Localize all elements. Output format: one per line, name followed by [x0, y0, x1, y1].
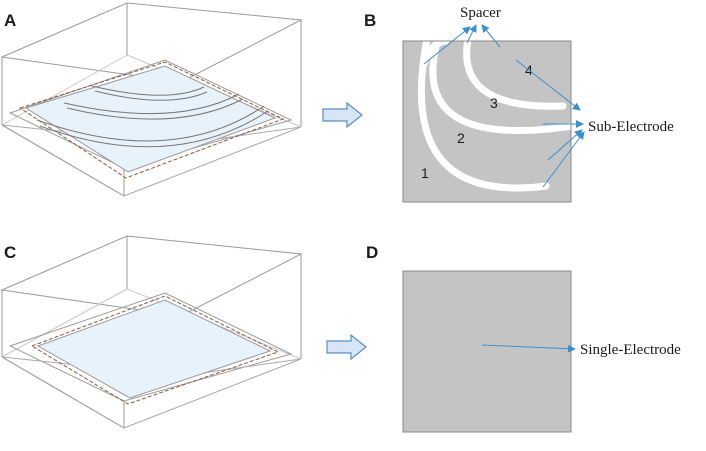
region-label-1: 1: [421, 165, 429, 181]
right-arrow-icon: [326, 333, 367, 361]
single-electrode-label: Single-Electrode: [580, 342, 681, 358]
spacer-gaps-b: [417, 41, 571, 192]
region-label-2: 2: [457, 130, 465, 146]
right-arrow-icon: [322, 101, 363, 129]
box-c: [0, 235, 303, 429]
electrode-plate-c: [36, 299, 272, 399]
sub-electrode-label: Sub-Electrode: [588, 119, 674, 135]
panel-d-letter: D: [366, 243, 378, 262]
spacer-label: Spacer: [460, 5, 501, 21]
region-label-3: 3: [490, 95, 498, 111]
panel-c: C: [0, 235, 303, 429]
panel-b-letter: B: [364, 11, 376, 30]
dashed-border-c: [30, 295, 280, 405]
electrode-square-d: [402, 270, 572, 433]
dashed-border-a: [18, 61, 285, 179]
panel-c-letter: C: [4, 243, 16, 262]
single-electrode-callout: [481, 344, 576, 353]
panel-a-letter: A: [4, 11, 16, 30]
callout-arrows-b: [423, 24, 585, 188]
panel-a: A: [0, 2, 303, 197]
spacer-arcs-a: [36, 85, 269, 148]
panel-d: D Single-Electrode: [366, 243, 681, 433]
panel-b: B 1 2 3 4 Spacer Sub-Electrode: [364, 5, 674, 203]
